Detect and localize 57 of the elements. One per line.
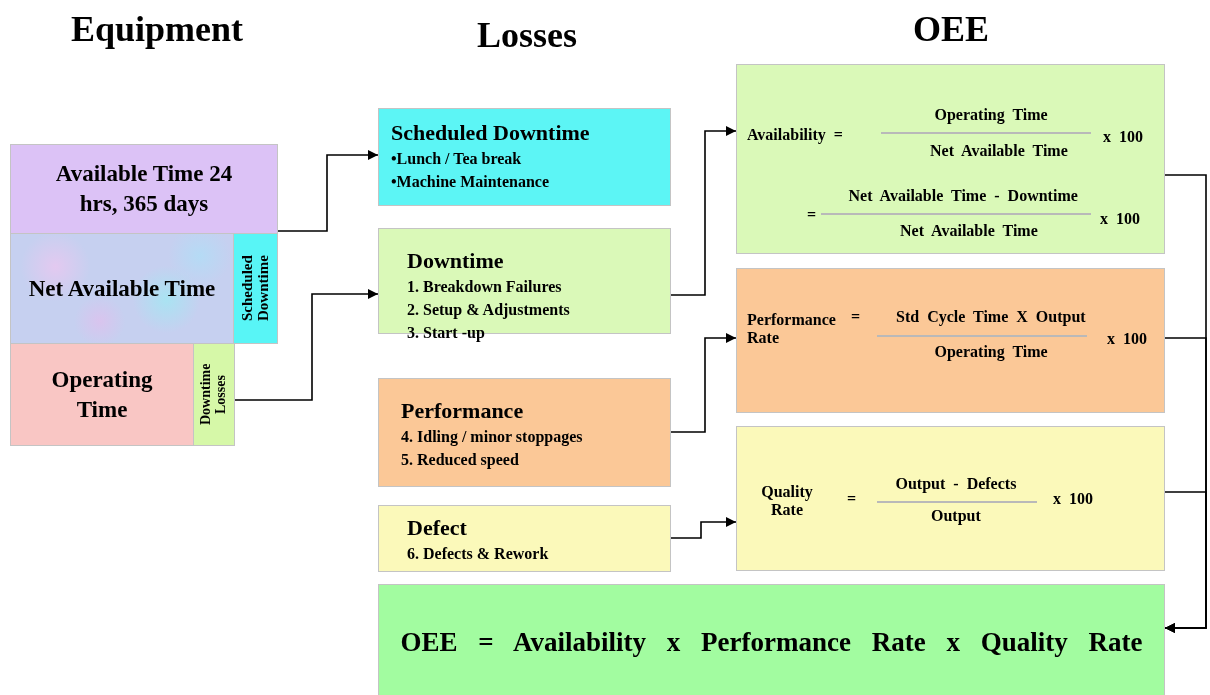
formula-box bbox=[736, 64, 1165, 254]
loss-box bbox=[378, 378, 671, 487]
equals-sign: = bbox=[851, 308, 861, 327]
list-item: •Lunch / Tea break bbox=[391, 148, 522, 169]
denominator: Output bbox=[931, 507, 981, 526]
list-item: 4. Idling / minor stoppages bbox=[401, 426, 583, 448]
formula-box bbox=[736, 268, 1165, 413]
denominator: Net Available Time bbox=[900, 222, 1038, 241]
box-heading: Downtime bbox=[407, 247, 504, 275]
oee-formula: OEE = Availability x Performance Rate x Quality Rate bbox=[400, 626, 1143, 659]
list-item: •Machine Maintenance bbox=[391, 171, 550, 192]
vertical-label: Scheduled Downtime bbox=[239, 254, 272, 324]
loss-box bbox=[378, 505, 671, 572]
formula-label: Quality Rate bbox=[760, 482, 814, 520]
multiplier: x 100 bbox=[1100, 210, 1140, 229]
equals-sign: = bbox=[847, 490, 857, 509]
box-heading: Performance bbox=[401, 397, 524, 425]
list-item: 3. Start -up bbox=[407, 322, 485, 344]
oee-formula-box bbox=[378, 584, 1165, 695]
connector-arrow bbox=[1164, 491, 1207, 633]
time-block bbox=[10, 144, 278, 234]
connector-arrow bbox=[234, 289, 379, 401]
numerator: Net Available Time - Downtime bbox=[848, 187, 1078, 206]
loss-box bbox=[378, 108, 671, 206]
multiplier: x 100 bbox=[1107, 330, 1147, 349]
loss-strip bbox=[233, 233, 278, 344]
vertical-label: Downtime Losses bbox=[199, 362, 229, 428]
formula-label: Availability = bbox=[747, 126, 843, 145]
numerator: Std Cycle Time X Output bbox=[896, 308, 1086, 327]
connector-arrow bbox=[670, 333, 737, 433]
time-block bbox=[10, 343, 194, 446]
multiplier: x 100 bbox=[1053, 490, 1093, 509]
box-heading: Scheduled Downtime bbox=[391, 119, 590, 147]
equals-sign: = bbox=[807, 206, 817, 225]
column-heading: OEE bbox=[913, 8, 990, 50]
time-block bbox=[10, 233, 234, 344]
denominator: Operating Time bbox=[934, 343, 1048, 362]
list-item: 2. Setup & Adjustments bbox=[407, 299, 570, 321]
numerator: Output - Defects bbox=[895, 475, 1017, 494]
list-item: 5. Reduced speed bbox=[401, 449, 519, 471]
formula-label: Performance Rate bbox=[747, 310, 837, 348]
connector-arrow bbox=[670, 517, 737, 539]
denominator: Net Available Time bbox=[930, 142, 1068, 161]
block-label: Operating Time bbox=[50, 365, 154, 424]
list-item: 6. Defects & Rework bbox=[407, 543, 549, 564]
connector-arrow bbox=[670, 126, 737, 296]
list-item: 1. Breakdown Failures bbox=[407, 276, 562, 297]
box-heading: Defect bbox=[407, 514, 467, 542]
block-label: Available Time 24 hrs, 365 days bbox=[54, 160, 234, 218]
connector-arrow bbox=[277, 150, 379, 232]
formula-box bbox=[736, 426, 1165, 571]
block-label: Net Available Time bbox=[27, 274, 217, 303]
numerator: Operating Time bbox=[934, 106, 1048, 125]
column-heading: Equipment bbox=[71, 8, 244, 50]
multiplier: x 100 bbox=[1103, 128, 1143, 147]
loss-strip bbox=[193, 343, 235, 446]
column-heading: Losses bbox=[477, 14, 578, 56]
